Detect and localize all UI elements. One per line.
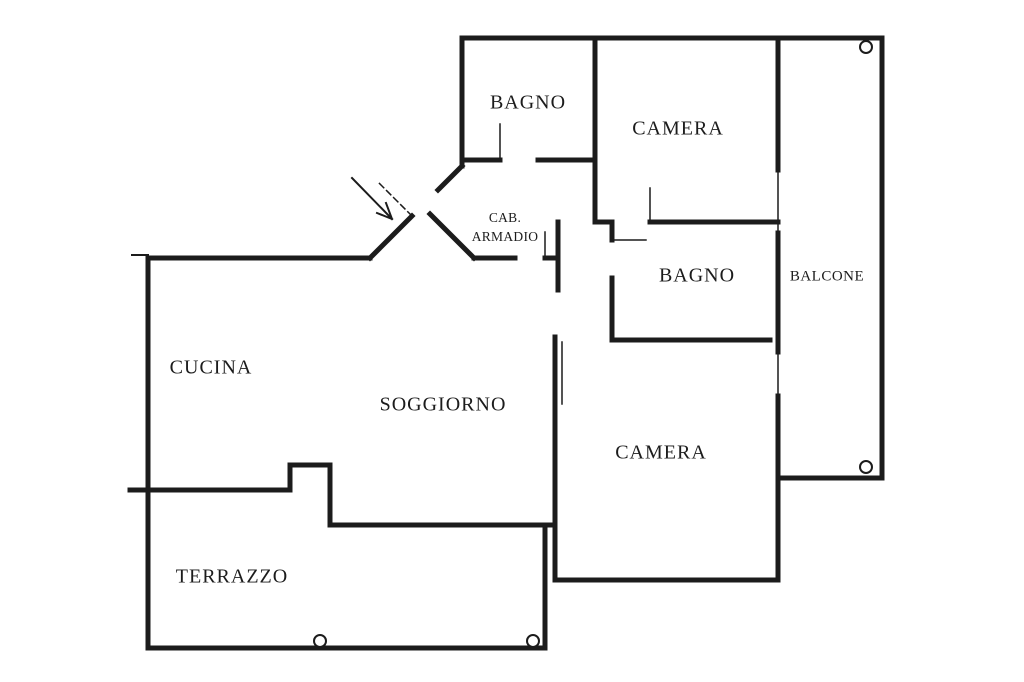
room-label-bagno-top: BAGNO (489, 91, 567, 114)
room-label-camera-bottom: CAMERA (615, 441, 707, 464)
room-label-cab-armadio-line1: CAB. (488, 210, 522, 226)
column-circle (859, 460, 873, 474)
room-label-cab-armadio-line2: ARMADIO (471, 229, 539, 244)
room-label-bagno-mid: BAGNO (658, 264, 736, 287)
terrace-walls (145, 487, 548, 651)
room-label-cucina: CUCINA (169, 356, 253, 379)
column-circle (313, 634, 327, 648)
room-label-cab-armadio: CAB. ARMADIO (472, 209, 539, 247)
door-leaves (499, 123, 651, 405)
interior-walls (426, 35, 781, 343)
column-circle (859, 40, 873, 54)
outer-walls (127, 35, 781, 583)
entrance-arrow-icon (350, 176, 394, 221)
room-label-balcone: BALCONE (789, 268, 865, 285)
balcony-walls (775, 35, 885, 481)
column-circles (313, 40, 873, 648)
room-label-soggiorno: SOGGIORNO (379, 393, 507, 416)
room-label-terrazzo: TERRAZZO (175, 565, 289, 588)
room-label-camera-top: CAMERA (632, 117, 724, 140)
entrance-door-leaf (376, 180, 414, 218)
column-circle (526, 634, 540, 648)
